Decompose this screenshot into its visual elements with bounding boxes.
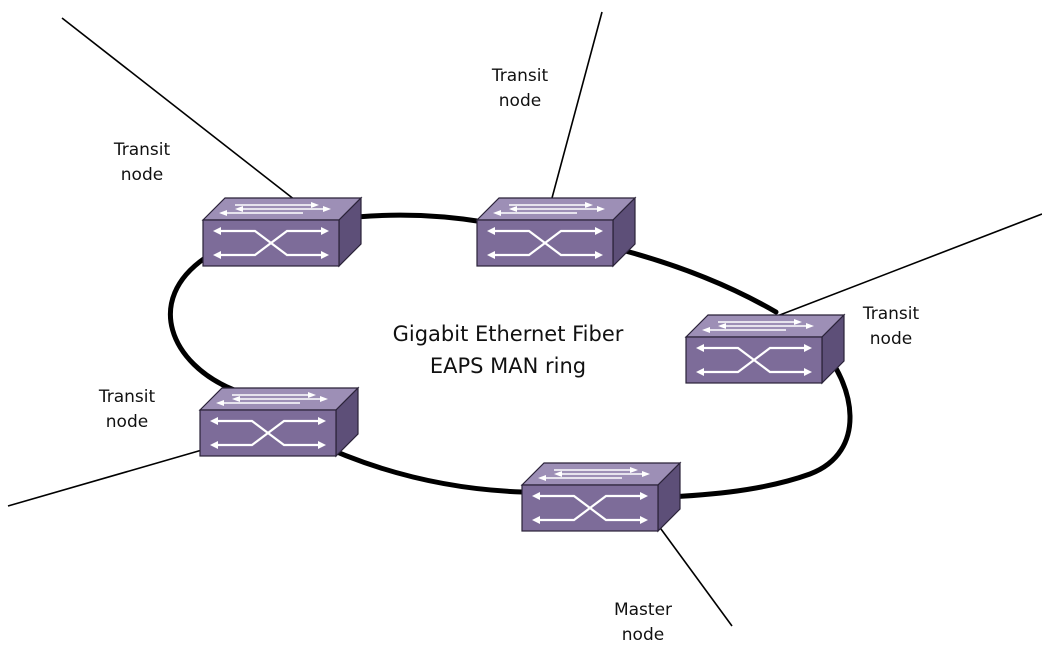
node-label-line: Master <box>613 600 673 620</box>
node-label-line: Transit <box>113 140 171 160</box>
ring-title-line1: Gigabit Ethernet Fiber <box>392 322 624 346</box>
node-label-line: Transit <box>862 304 920 324</box>
node-label-top-left: Transit node <box>97 138 187 188</box>
ring-link-right <box>643 341 853 501</box>
uplink-top-left <box>61 17 296 201</box>
switch-icon <box>475 196 637 268</box>
ring-link-left <box>167 255 237 393</box>
node-label-line: Transit <box>491 66 549 86</box>
node-label-right: Transit node <box>846 302 936 352</box>
node-label-line: Transit <box>98 387 156 407</box>
switch-icon <box>684 313 846 385</box>
switch-icon <box>520 461 682 533</box>
ring-title: Gigabit Ethernet Fiber EAPS MAN ring <box>373 318 643 382</box>
ring-title-line2: EAPS MAN ring <box>429 354 587 378</box>
switch-icon <box>201 196 363 268</box>
uplink-left <box>7 449 203 507</box>
node-label-master: Master node <box>598 598 688 648</box>
uplink-right <box>771 213 1042 319</box>
node-label-line: node <box>105 412 149 432</box>
uplink-top-center <box>551 11 603 199</box>
node-label-top-center: Transit node <box>475 64 565 114</box>
uplink-bottom <box>649 513 733 627</box>
uplink-lines <box>7 11 1042 627</box>
node-label-left: Transit node <box>82 385 172 435</box>
node-label-line: node <box>869 329 913 349</box>
node-label-line: node <box>621 625 665 645</box>
node-label-line: node <box>498 91 542 111</box>
switch-icon <box>198 386 360 458</box>
node-label-line: node <box>120 165 164 185</box>
